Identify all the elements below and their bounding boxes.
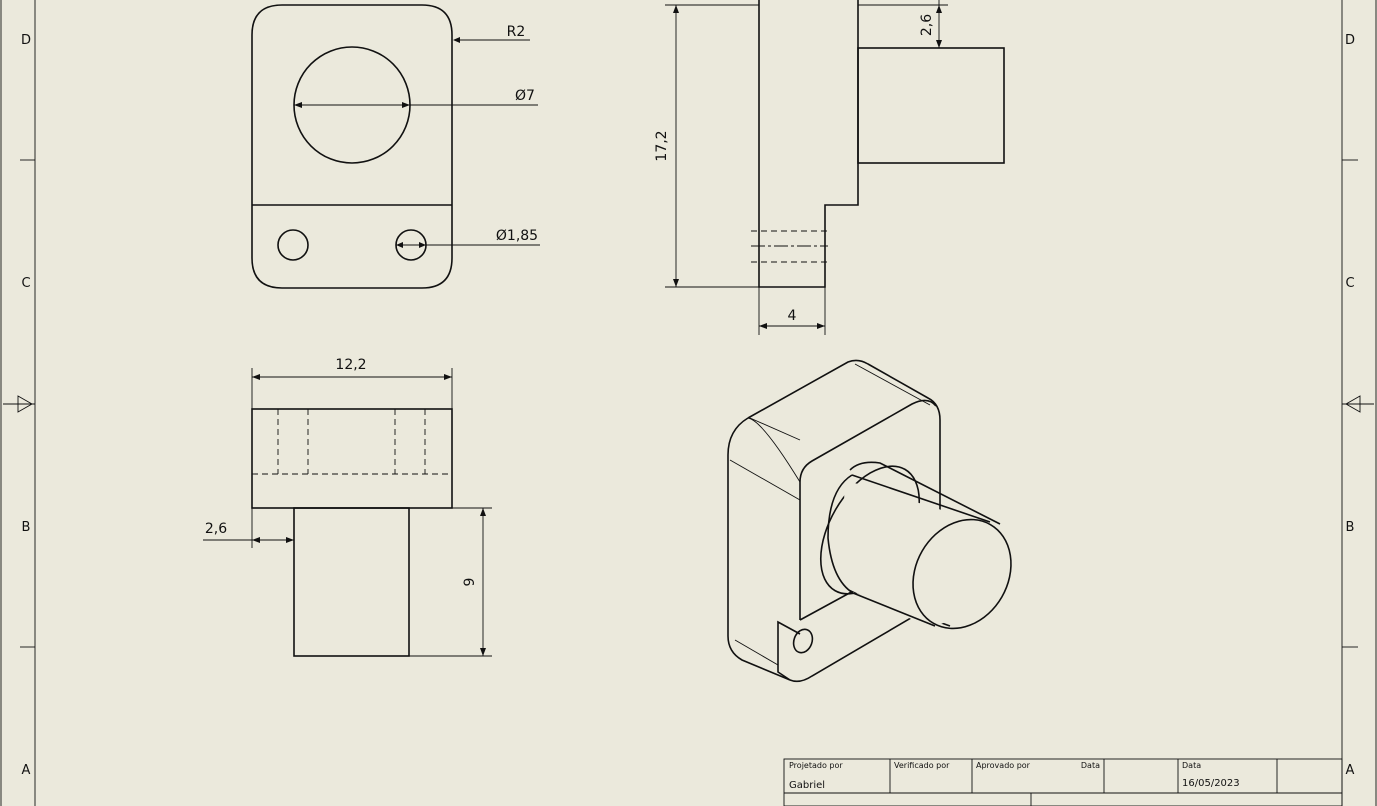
front-view: R2 Ø7 Ø1,85 [251, 4, 540, 289]
offset-dimension-text: 2,6 [919, 14, 935, 36]
top-view-boss [293, 507, 410, 657]
designed-by-value: Gabriel [789, 780, 825, 791]
date-value: 16/05/2023 [1182, 778, 1240, 789]
iso-cylinder-end [912, 518, 1012, 630]
center-mark-left [3, 395, 35, 413]
front-view-hole-left [277, 229, 309, 261]
zone-label-d-right: D [1345, 33, 1355, 48]
zone-label-a-right: A [1346, 763, 1355, 778]
date-label: Data [1182, 761, 1201, 770]
bore-diameter-dimension: Ø7 [515, 88, 535, 104]
zone-label-d-left: D [21, 33, 31, 48]
approval-date-label: Data [1081, 761, 1100, 770]
isometric-view [727, 359, 1012, 683]
zone-labels-left: D C B A [21, 33, 31, 778]
boss-length-dimension: 9 [409, 507, 492, 657]
side-view: 17,2 2,6 4 [654, 0, 1005, 335]
height-dimension: 17,2 [654, 4, 759, 288]
front-view-outline [251, 4, 453, 289]
top-offset-dimension-text: 2,6 [205, 521, 227, 537]
zone-label-a-left: A [22, 763, 31, 778]
hole-diameter-dimension: Ø1,85 [496, 228, 538, 244]
top-view: 12,2 2,6 9 [203, 357, 492, 657]
zone-labels-right: D C B A [1345, 33, 1355, 778]
side-view-outline [758, 0, 859, 288]
zone-label-b-right: B [1346, 520, 1355, 535]
top-width-dimension-text: 12,2 [335, 357, 366, 373]
zone-label-b-left: B [22, 520, 31, 535]
center-mark-right [1342, 395, 1374, 413]
iso-front-face [799, 399, 937, 483]
zone-label-c-right: C [1345, 276, 1354, 291]
boss-length-dimension-text: 9 [462, 578, 478, 587]
approved-by-label: Aprovado por [976, 761, 1031, 770]
iso-cylinder [819, 461, 1012, 630]
radius-leader: R2 [453, 24, 530, 43]
width-dimension: 4 [758, 287, 826, 335]
width-dimension-text: 4 [788, 308, 797, 324]
zone-label-c-left: C [21, 276, 30, 291]
radius-dimension: R2 [507, 24, 526, 40]
hole-diameter-leader: Ø1,85 [396, 228, 540, 248]
bore-diameter-leader: Ø7 [294, 88, 538, 108]
top-width-dimension: 12,2 [251, 357, 453, 409]
top-offset-dimension: 2,6 [203, 508, 295, 548]
designed-by-label: Projetado por [789, 761, 843, 770]
height-dimension-text: 17,2 [654, 130, 670, 161]
top-view-flange [251, 408, 453, 509]
side-view-boss [857, 47, 1005, 164]
title-block: Projetado por Gabriel Verificado por Apr… [783, 758, 1343, 806]
offset-dimension: 2,6 [858, 0, 1004, 49]
iso-hole-left [792, 628, 814, 654]
checked-by-label: Verificado por [894, 761, 950, 770]
